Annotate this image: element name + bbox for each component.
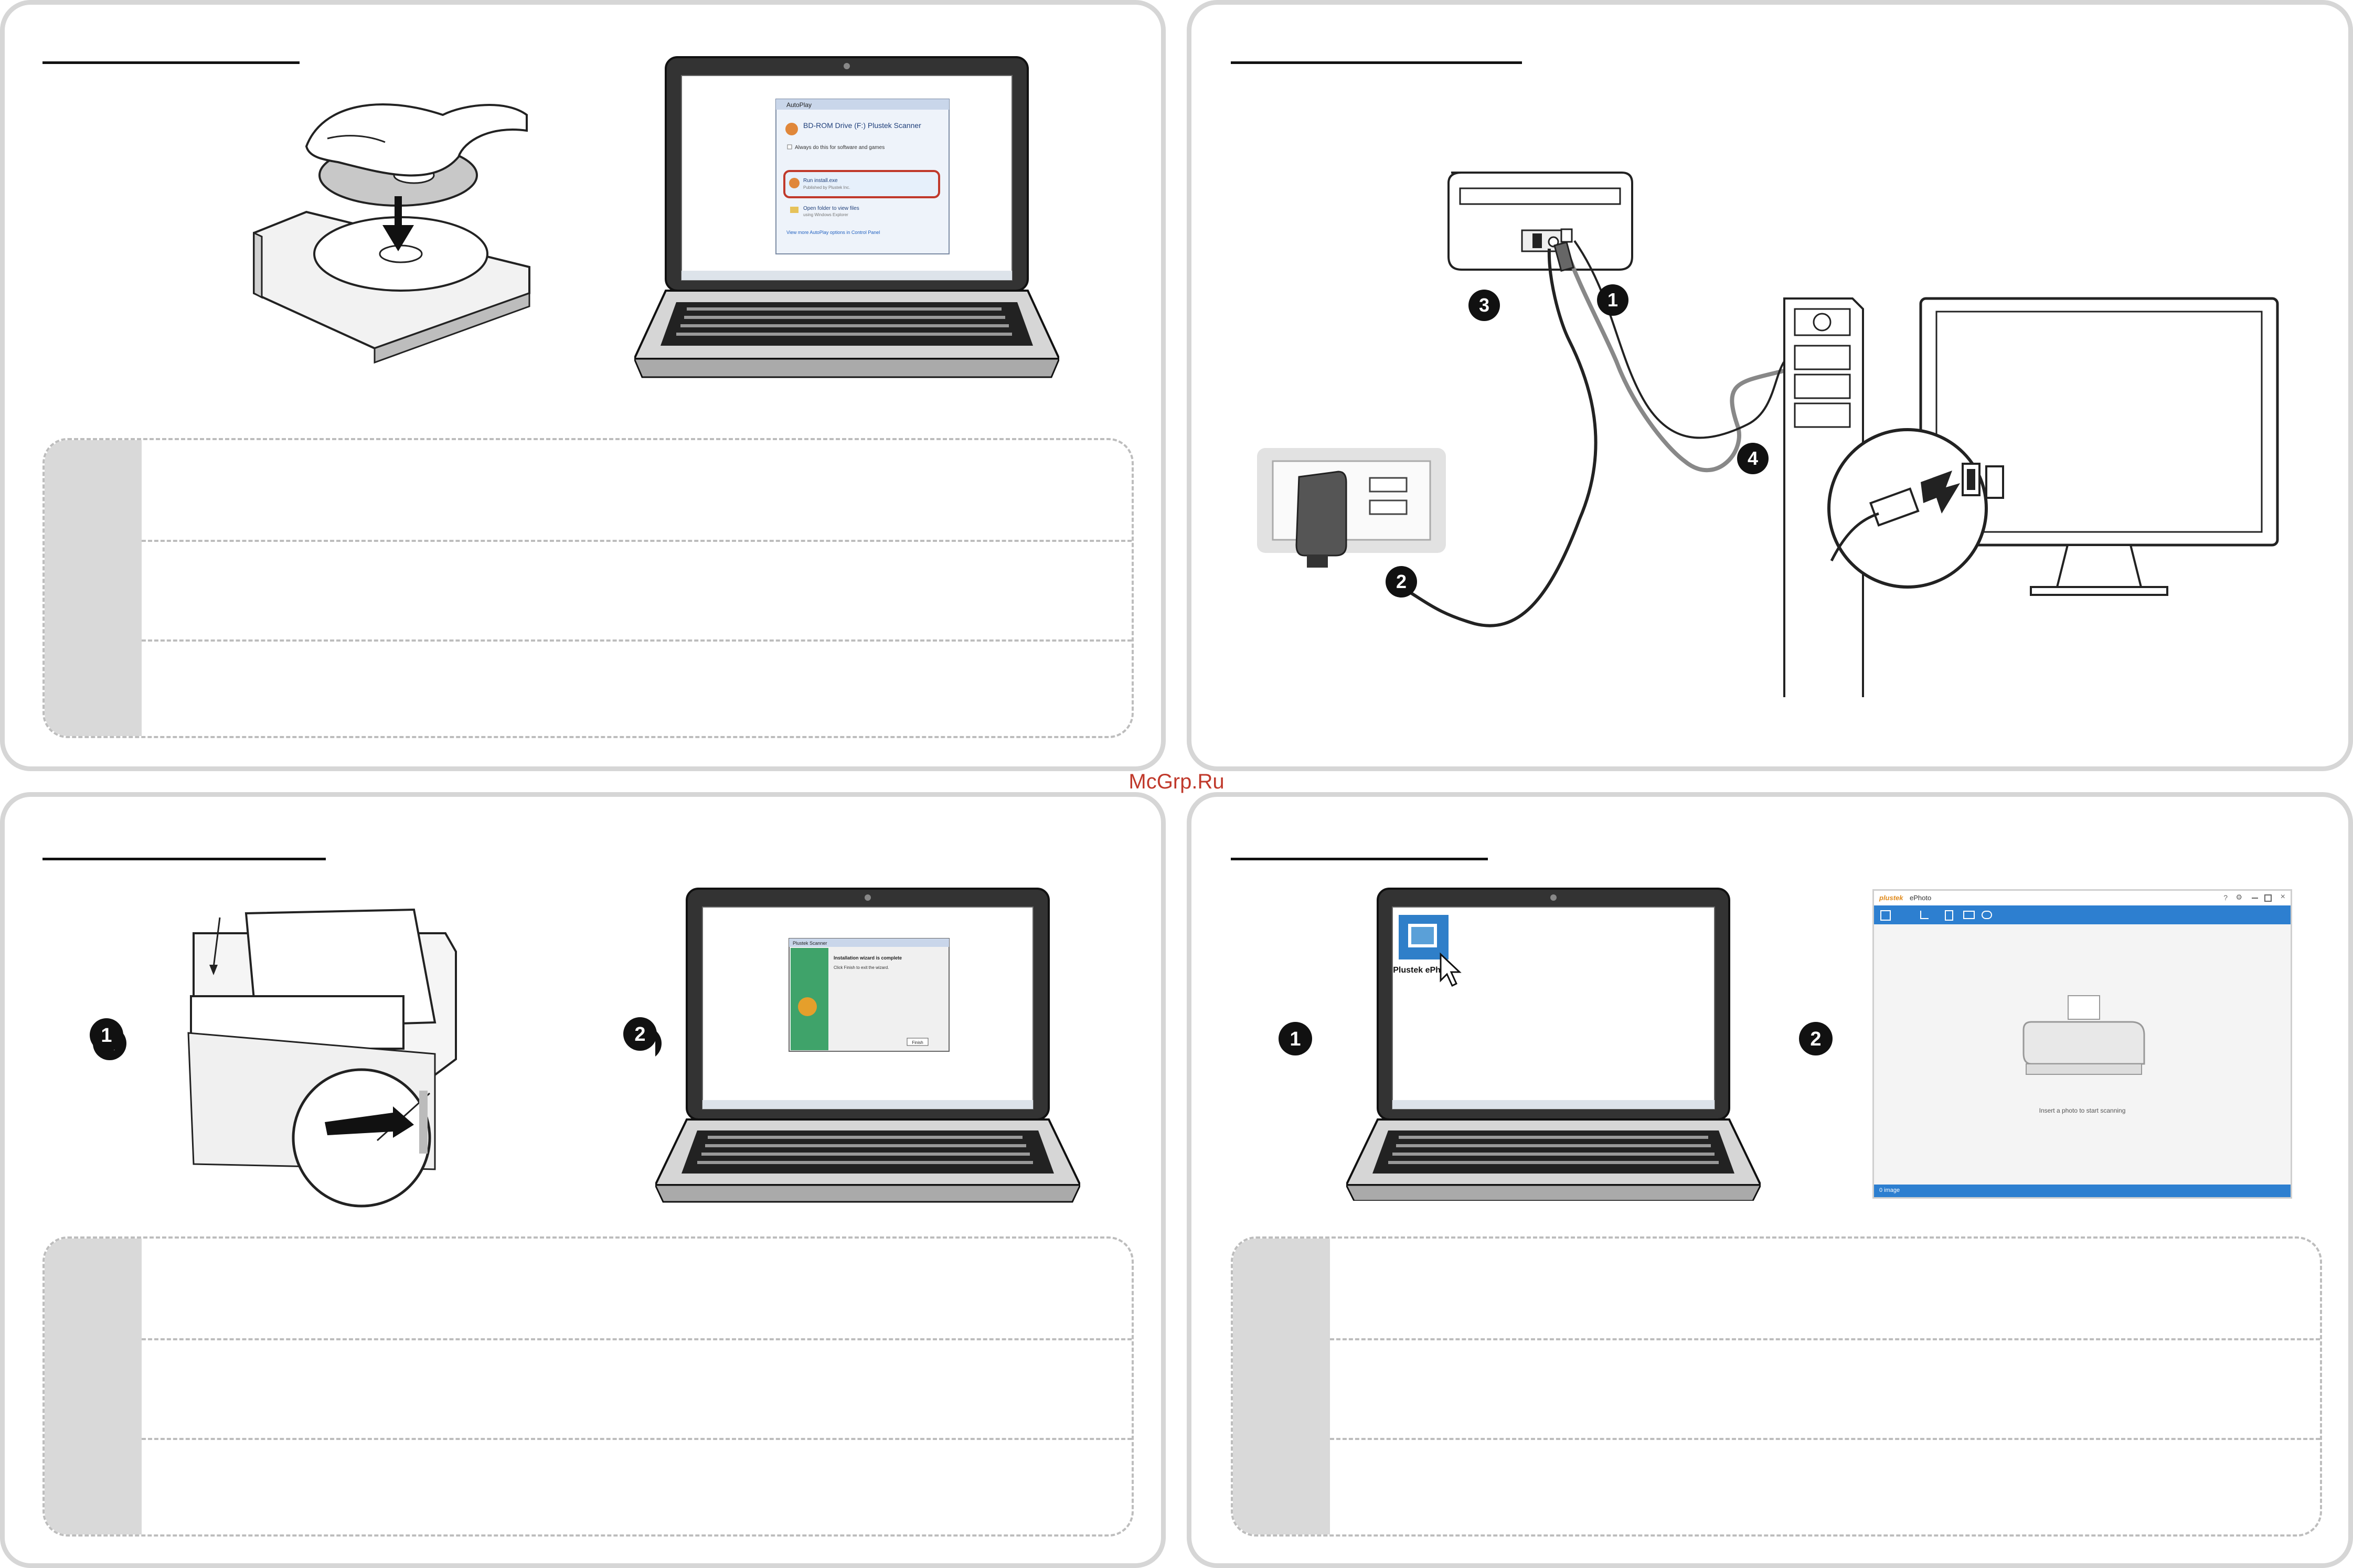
- step-number-cell: [45, 639, 142, 736]
- installer-body: Click Finish to exit the wizard.: [834, 965, 889, 970]
- callout-4: 4: [1737, 443, 1769, 474]
- callout-2: 2: [1386, 566, 1417, 598]
- step-number-cell: [1233, 1338, 1330, 1438]
- run-install-option[interactable]: [783, 170, 940, 198]
- rotate-icon[interactable]: [1982, 911, 1992, 919]
- panel-title-line: [42, 858, 326, 860]
- autoplay-drive: BD-ROM Drive (F:) Plustek Scanner: [803, 121, 921, 130]
- step-number-cell: [45, 1438, 142, 1534]
- load-steps-box: [42, 1236, 1134, 1537]
- step-number-cell: [45, 1338, 142, 1438]
- svg-text:1: 1: [1607, 289, 1618, 311]
- panel-title-line: [1231, 858, 1488, 860]
- scan-step-1: [1233, 1239, 2320, 1338]
- svg-text:2: 2: [1396, 571, 1407, 592]
- watermark: McGrp.Ru: [1128, 770, 1225, 793]
- open-folder-label[interactable]: Open folder to view files: [803, 206, 859, 211]
- scanner-paper-illustration: 1: [93, 908, 457, 1208]
- ephoto-statusbar: 0 image: [1874, 1185, 2291, 1197]
- svg-text:2: 2: [634, 1023, 645, 1046]
- load-step-1: [45, 1239, 1132, 1338]
- ephoto-brand: plustek: [1879, 894, 1903, 902]
- panel-install: AutoPlay BD-ROM Drive (F:) Plustek Scann…: [0, 0, 1166, 771]
- install-step-1: [45, 440, 1132, 540]
- cursor-icon: [1440, 952, 1462, 987]
- run-install-label: Run install.exe: [803, 178, 838, 184]
- panel-scan: 1 Plustek ePhoto 2 plustek ePhoto ? ⚙: [1187, 792, 2353, 1568]
- callout-1: 1: [1597, 284, 1628, 316]
- ephoto-app-name: ePhoto: [1910, 894, 1932, 902]
- step-number-cell: [45, 440, 142, 540]
- install-step-2: [45, 540, 1132, 639]
- crop-icon[interactable]: [1963, 911, 1975, 919]
- callout-1-load-overlay: 1: [90, 1018, 123, 1052]
- run-install-sub: Published by Plustek Inc.: [803, 185, 850, 190]
- step-number-cell: [1233, 1438, 1330, 1534]
- autoplay-control-panel-link[interactable]: View more AutoPlay options in Control Pa…: [786, 230, 880, 235]
- panel-title-line: [42, 61, 300, 64]
- step-number-cell: [45, 540, 142, 639]
- ephoto-toolbar: [1874, 905, 2291, 924]
- laptop-autoplay: AutoPlay BD-ROM Drive (F:) Plustek Scann…: [634, 56, 1059, 378]
- installer-title: Plustek Scanner: [793, 941, 827, 946]
- ephoto-window: plustek ePhoto ? ⚙ × Insert a photo to s…: [1872, 889, 2292, 1199]
- scan-steps-box: [1231, 1236, 2322, 1537]
- autoplay-checkbox-label[interactable]: Always do this for software and games: [795, 145, 885, 151]
- help-icon[interactable]: ?: [2223, 893, 2228, 902]
- share-icon[interactable]: [1920, 911, 1929, 919]
- cd-tray-illustration: [253, 103, 530, 364]
- svg-text:2: 2: [1810, 1028, 1821, 1050]
- minimize-icon[interactable]: [2252, 898, 2258, 899]
- scanner-placeholder-image: [2022, 995, 2145, 1075]
- step-number-cell: [1233, 1239, 1330, 1338]
- callout-2-load: 2: [623, 1017, 657, 1051]
- scan-step-3: [1233, 1438, 2320, 1534]
- installer-heading: Installation wizard is complete: [834, 955, 902, 961]
- svg-text:3: 3: [1479, 294, 1489, 316]
- scan-step-2: [1233, 1338, 2320, 1438]
- ephoto-hint: Insert a photo to start scanning: [2039, 1107, 2126, 1114]
- image-count: 0 image: [1879, 1187, 1900, 1193]
- ephoto-desktop-label: Plustek ePhoto: [1393, 966, 1454, 975]
- panel-load: 1 Plustek Scanner In: [0, 792, 1166, 1568]
- close-icon[interactable]: ×: [2280, 892, 2285, 901]
- finish-button[interactable]: [907, 1038, 929, 1046]
- maximize-icon[interactable]: [2264, 894, 2272, 902]
- load-step-2: [45, 1338, 1132, 1438]
- callout-3: 3: [1468, 290, 1500, 321]
- load-step-3: [45, 1438, 1132, 1534]
- callout-2: [655, 1030, 662, 1057]
- svg-text:1: 1: [101, 1025, 112, 1047]
- callout-1-scan: 1: [1279, 1022, 1312, 1055]
- connection-diagram: 1 2 3 4: [1257, 172, 2279, 697]
- install-step-3: [45, 639, 1132, 736]
- laptop-desktop-icon: Plustek ePhoto: [1346, 888, 1761, 1201]
- panel-connect: 1 2 3 4: [1187, 0, 2353, 771]
- laptop-installer: Plustek Scanner Installation wizard is c…: [655, 888, 1080, 1203]
- svg-text:1: 1: [1290, 1028, 1301, 1050]
- save-icon[interactable]: [1880, 910, 1891, 921]
- gear-icon[interactable]: ⚙: [2235, 893, 2242, 901]
- ephoto-titlebar: plustek ePhoto ? ⚙ ×: [1874, 891, 2291, 905]
- delete-icon[interactable]: [1945, 910, 1953, 921]
- panel-title-line: [1231, 61, 1522, 64]
- open-folder-sub: using Windows Explorer: [803, 212, 848, 217]
- svg-text:4: 4: [1748, 447, 1758, 469]
- svg-text:Finish: Finish: [912, 1040, 923, 1045]
- callout-2-scan: 2: [1799, 1022, 1833, 1055]
- autoplay-title: AutoPlay: [786, 101, 812, 109]
- step-number-cell: [45, 1239, 142, 1338]
- install-steps-box: [42, 438, 1134, 738]
